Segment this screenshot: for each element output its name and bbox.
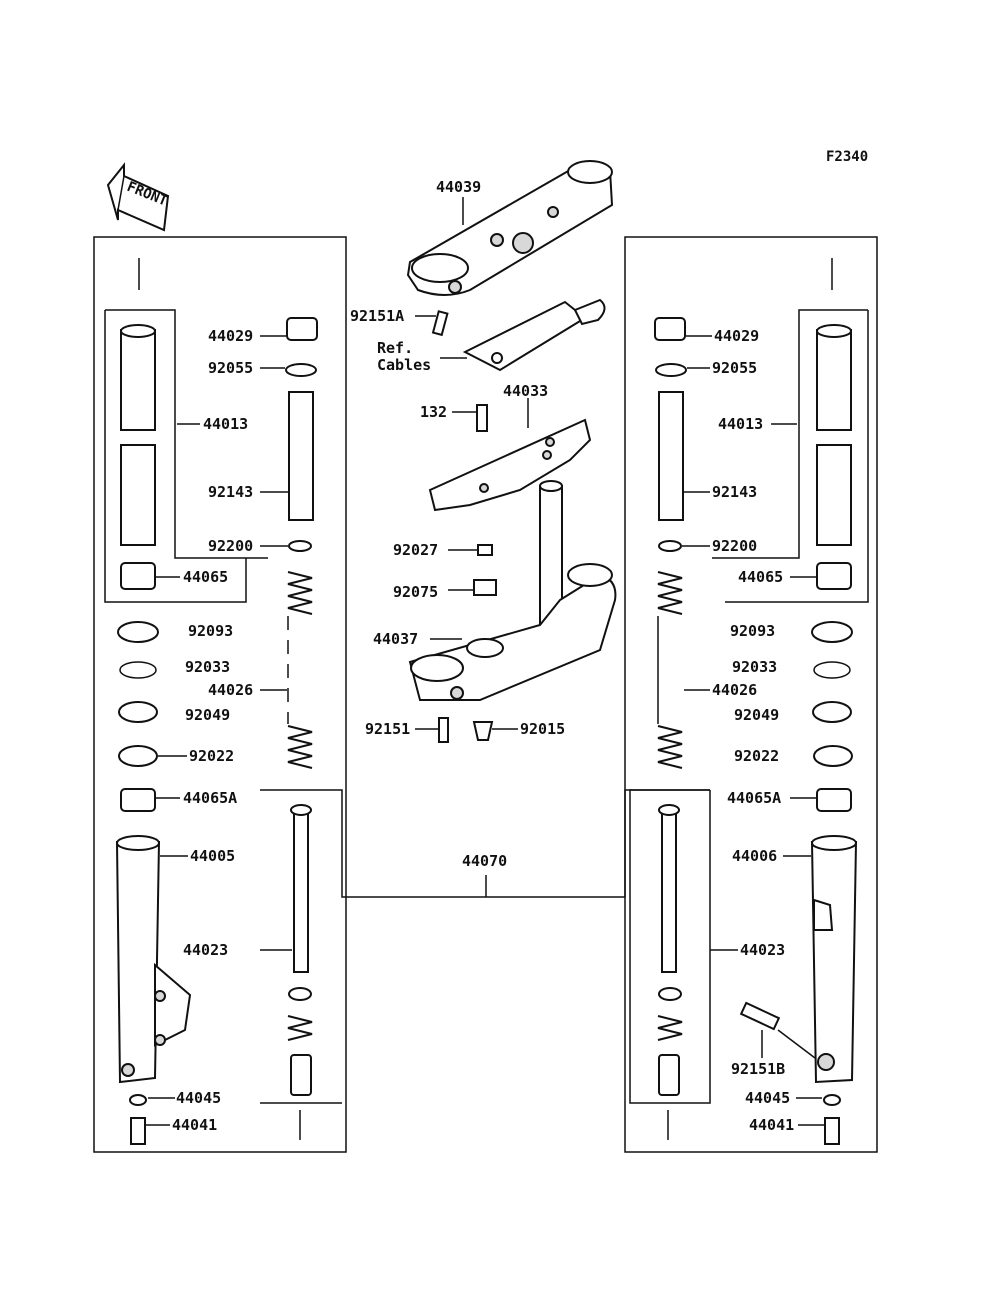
left-cylinder-44023: 44023 [183,804,342,1140]
right-spring-44026: 44026 [657,571,757,769]
label-R-44041: 44041 [749,1116,794,1134]
left-washer-92200: 92200 [208,537,312,555]
right-cylinder-44023: 44023 [629,789,785,1140]
label-44070: 44070 [462,852,507,870]
right-washer-92022: 92022 [734,745,853,767]
left-oil-seal-92049: 92049 [118,701,230,724]
left-spacer-92143: 92143 [208,391,314,521]
label-L-44013: 44013 [203,415,248,433]
figure-code: F2340 [826,149,868,165]
label-R-44006: 44006 [732,847,777,865]
right-fork-box [624,236,878,1153]
label-L-92049: 92049 [185,706,230,724]
ref-label-line1: Ref. [377,339,413,357]
front-arrow-icon: FRONT [106,162,170,232]
right-dust-seal-92093: 92093 [730,621,853,643]
left-spring-44026: 44026 [208,571,313,769]
right-o-ring-92055: 92055 [655,359,757,377]
left-fork-tube-44013: 44013 [104,258,268,603]
label-L-44026: 44026 [208,681,253,699]
right-gasket-44045: 44045 [745,1089,841,1107]
label-L-92093: 92093 [188,622,233,640]
label-L-92143: 92143 [208,483,253,501]
label-L-44065: 44065 [183,568,228,586]
label-R-44065A: 44065A [727,789,781,807]
label-R-92200: 92200 [712,537,757,555]
right-oil-seal-92049: 92049 [734,701,852,724]
label-R-92022: 92022 [734,747,779,765]
left-o-ring-92055: 92055 [208,359,317,377]
label-92151A: 92151A [350,307,404,325]
left-circlip-92033: 92033 [119,658,230,679]
left-bushing-44065: 44065 [120,562,228,590]
label-L-44041: 44041 [172,1116,217,1134]
label-R-92143: 92143 [712,483,757,501]
label-R-92093: 92093 [730,622,775,640]
right-washer-92200: 92200 [658,537,757,555]
lower-bracket-44037: 44037 [373,480,617,701]
label-L-44005: 44005 [190,847,235,865]
label-L-92022: 92022 [189,747,234,765]
right-outer-tube-44006: 44006 [732,835,858,1084]
label-R-44045: 44045 [745,1089,790,1107]
right-bushing-44065: 44065 [738,562,852,590]
label-132: 132 [420,403,447,421]
right-cap-bolt-44029: 44029 [654,317,759,345]
washer-92027: 92027 [393,541,493,559]
label-L-44023: 44023 [183,941,228,959]
label-R-44013: 44013 [718,415,763,433]
right-bolt-92151B: 92151B [731,1001,816,1078]
label-R-92151B: 92151B [731,1060,785,1078]
label-L-44029: 44029 [208,327,253,345]
label-R-92055: 92055 [712,359,757,377]
label-R-44023: 44023 [740,941,785,959]
left-guide-bushing-44065A: 44065A [120,788,237,812]
left-gasket-44045: 44045 [129,1089,221,1107]
bushing-92075: 92075 [393,579,497,601]
ref-label-line2: Cables [377,356,431,374]
left-fork-box [93,236,347,1153]
right-guide-bushing-44065A: 44065A [727,788,852,812]
bolt-92151A: 92151A [350,307,449,337]
label-44037: 44037 [373,630,418,648]
upper-bracket-44039: 44039 [406,160,614,296]
bolt-92151: 92151 [365,717,449,743]
label-R-44029: 44029 [714,327,759,345]
assembly-bracket-44070: 44070 [260,789,710,898]
label-L-92200: 92200 [208,537,253,555]
left-dust-seal-92093: 92093 [117,621,233,643]
right-bolt-44041: 44041 [749,1116,840,1145]
label-L-44045: 44045 [176,1089,221,1107]
label-R-92049: 92049 [734,706,779,724]
label-R-44026: 44026 [712,681,757,699]
left-washer-92022: 92022 [118,745,234,767]
label-92015: 92015 [520,720,565,738]
label-R-44065: 44065 [738,568,783,586]
left-outer-tube-44005: 44005 [115,835,235,1084]
label-L-44065A: 44065A [183,789,237,807]
label-44039: 44039 [436,178,481,196]
label-L-92055: 92055 [208,359,253,377]
right-circlip-92033: 92033 [732,658,851,679]
right-fork-tube-44013: 44013 [712,258,869,603]
label-92151: 92151 [365,720,410,738]
label-92075: 92075 [393,583,438,601]
nut-92015: 92015 [472,720,565,741]
right-spacer-92143: 92143 [658,391,757,521]
label-L-92033: 92033 [185,658,230,676]
label-R-92033: 92033 [732,658,777,676]
label-44033: 44033 [503,382,548,400]
label-92027: 92027 [393,541,438,559]
bolt-132: 132 [420,403,488,432]
cable-bracket: Ref. Cables [377,298,606,374]
left-bolt-44041: 44041 [130,1116,217,1145]
left-cap-bolt-44029: 44029 [208,317,318,345]
bracket-plate-44033: 44033 [428,382,592,512]
